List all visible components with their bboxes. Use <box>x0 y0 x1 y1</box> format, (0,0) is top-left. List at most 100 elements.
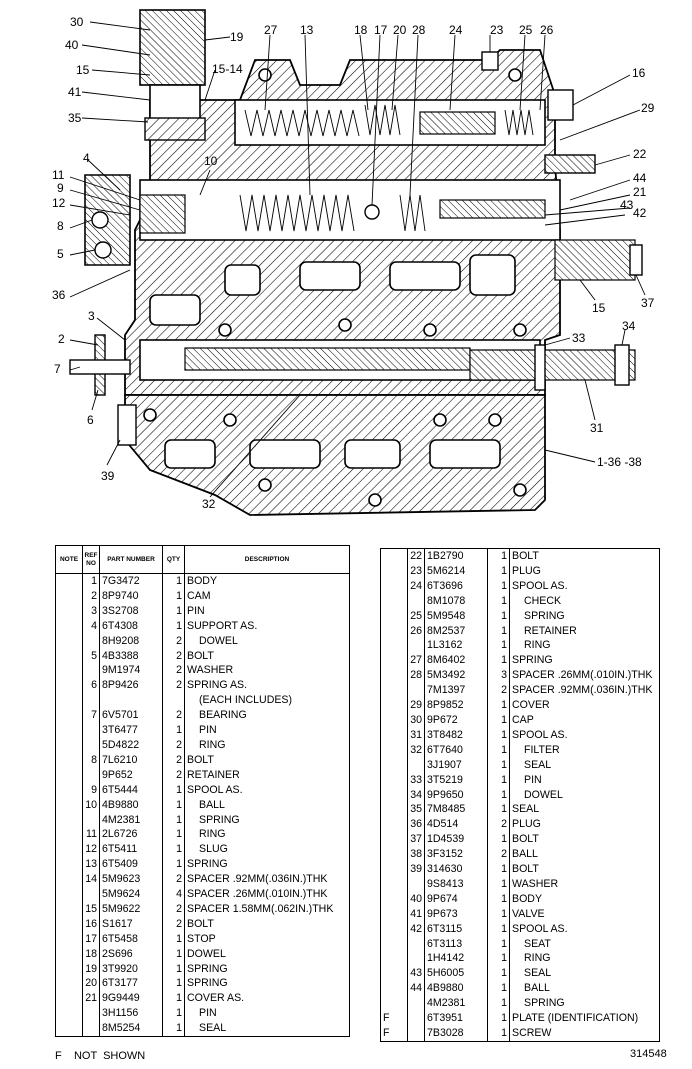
part-number-cell: 5M9622 <box>99 901 163 917</box>
qty-cell: 1 <box>487 593 510 609</box>
ref-cell: 30 <box>407 712 425 728</box>
part-number-cell: 3T5219 <box>424 772 488 788</box>
cover-21 <box>554 239 636 281</box>
qty-cell: 1 <box>487 742 510 758</box>
description-cell: SPRING AS. <box>187 679 248 692</box>
description-cell: SEAL <box>524 967 552 980</box>
note-cell <box>55 901 83 917</box>
ref-cell: 12 <box>82 842 100 858</box>
description-cell: DOWEL <box>187 947 226 960</box>
ref-cell: 42 <box>407 921 425 937</box>
qty-cell: 2 <box>162 767 185 783</box>
description-cell: SPRING <box>187 977 228 990</box>
qty-cell: 1 <box>162 812 185 828</box>
note-cell <box>380 772 408 788</box>
ref-cell: 17 <box>82 931 100 947</box>
part-number-cell <box>99 693 163 709</box>
part-number-cell: 8P9426 <box>99 678 163 694</box>
qty-cell: 2 <box>487 847 510 863</box>
part-number-cell: 8M2537 <box>424 623 488 639</box>
part-number-cell: 1B2790 <box>424 548 488 564</box>
description-cell: SLUG <box>199 843 228 856</box>
ref-cell: 31 <box>407 727 425 743</box>
description-cell: SPRING <box>187 962 228 975</box>
callout-9: 9 <box>57 181 64 195</box>
ref-cell <box>82 1021 100 1037</box>
qty-cell: 3 <box>487 668 510 684</box>
part-number-cell: 6T3696 <box>424 578 488 594</box>
callout-27: 27 <box>264 23 278 37</box>
qty-cell: 1 <box>487 548 510 564</box>
ref-cell: 14 <box>82 872 100 888</box>
note-cell: F <box>380 1026 408 1042</box>
description-cell: STOP <box>187 932 216 945</box>
description-cell: SPACER .92MM(.036IN.)THK <box>187 873 328 886</box>
part-number-cell: 8M1078 <box>424 593 488 609</box>
spool-24 <box>419 111 496 135</box>
part-number-cell: 6T4308 <box>99 618 163 634</box>
description-cell: SEAL <box>512 803 540 816</box>
note-cell <box>55 588 83 604</box>
description-cell: BOLT <box>512 833 539 846</box>
body-cavities <box>143 68 527 507</box>
ref-cell: 41 <box>407 906 425 922</box>
callout-31: 31 <box>590 421 604 435</box>
spring-13 <box>239 194 355 232</box>
note-cell <box>55 603 83 619</box>
ref-cell <box>82 663 100 679</box>
plug-23 <box>481 51 499 71</box>
part-number-cell: 6T7640 <box>424 742 488 758</box>
ref-cell <box>82 693 100 709</box>
callout-2: 2 <box>58 332 65 346</box>
description-cell: SPRING <box>199 813 240 826</box>
note-cell <box>380 787 408 803</box>
description-cell: RING <box>199 828 226 841</box>
callout-15-14: 15-14 <box>212 62 243 76</box>
spring-27 <box>244 109 360 137</box>
callout-40: 40 <box>65 38 79 52</box>
callout-4: 4 <box>83 151 90 165</box>
description-cell: PLUG <box>512 818 541 831</box>
ref-cell: 16 <box>82 916 100 932</box>
note-cell <box>380 563 408 579</box>
part-number-cell: 1D4539 <box>424 832 488 848</box>
ref-cell <box>82 887 100 902</box>
qty-cell: 1 <box>487 712 510 728</box>
callout-20: 20 <box>393 23 407 37</box>
note-cell <box>380 936 408 952</box>
qty-cell: 1 <box>487 757 510 773</box>
valve-41 <box>149 84 201 121</box>
description-cell: PIN <box>187 604 205 617</box>
description-cell: COVER AS. <box>187 992 245 1005</box>
part-number-cell: 6T3113 <box>424 936 488 952</box>
qty-cell: 1 <box>487 608 510 624</box>
callout-30: 30 <box>70 15 84 29</box>
ref-cell: 8 <box>82 752 100 768</box>
qty-cell: 1 <box>162 1006 185 1022</box>
ref-cell: 21 <box>82 991 100 1007</box>
ref-cell <box>407 638 425 654</box>
spring-20 <box>364 104 401 136</box>
part-number-cell: 5D4822 <box>99 737 163 753</box>
footnote-not-shown: F NOT SHOWN <box>55 1050 146 1062</box>
qty-cell: 1 <box>487 787 510 803</box>
seal-35 <box>144 117 206 141</box>
stop-17 <box>364 204 380 220</box>
qty-cell: 1 <box>487 653 510 669</box>
part-number-cell: 3T9920 <box>99 961 163 977</box>
part-number-cell: 6T5411 <box>99 842 163 858</box>
ref-cell <box>407 1011 425 1026</box>
